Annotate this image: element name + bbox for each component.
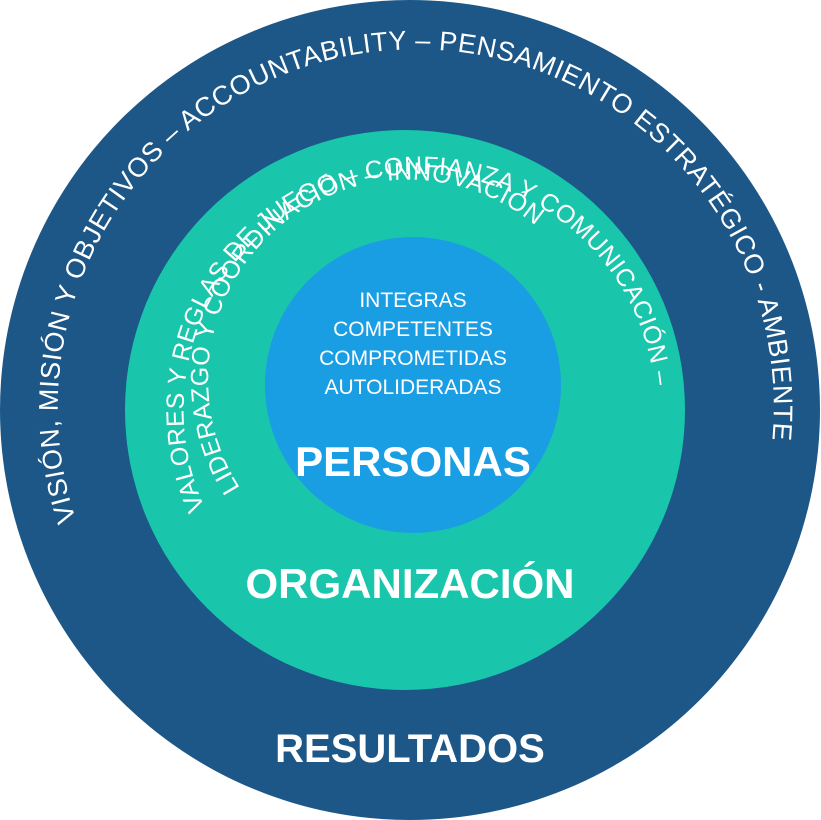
inner-line-comprometidas: COMPROMETIDAS: [319, 347, 507, 370]
inner-circle: [265, 237, 561, 533]
resultados-label: RESULTADOS: [275, 727, 545, 771]
inner-line-autolideradas: AUTOLIDERADAS: [325, 376, 502, 399]
organizacion-label: ORGANIZACIÓN: [246, 559, 575, 607]
personas-label: PERSONAS: [295, 438, 531, 485]
inner-line-integras: INTEGRAS: [359, 289, 466, 312]
inner-line-competentes: COMPETENTES: [333, 318, 493, 341]
